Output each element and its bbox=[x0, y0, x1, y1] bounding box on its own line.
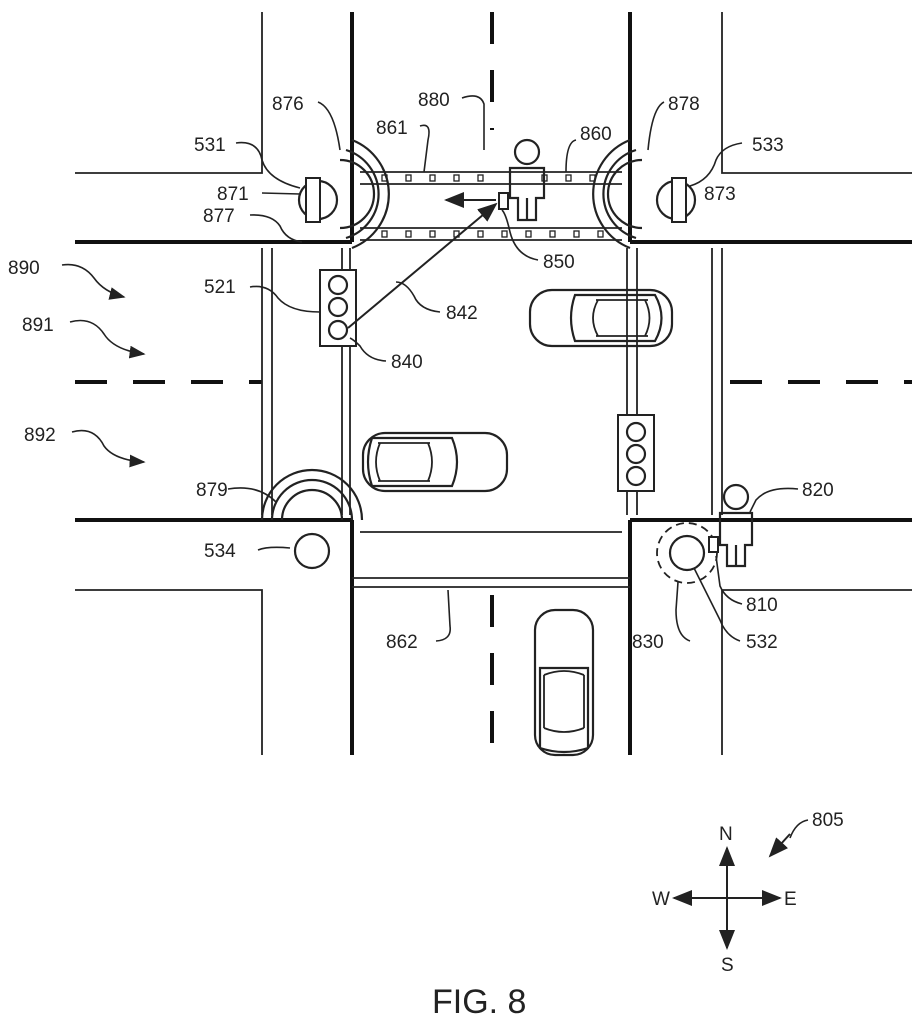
figure-caption: FIG. 8 bbox=[432, 983, 526, 1021]
traffic-signal-icon-521 bbox=[320, 270, 356, 346]
label-871: 871 bbox=[217, 184, 249, 205]
label-892: 892 bbox=[24, 425, 56, 446]
mobile-device-icon-850 bbox=[499, 193, 508, 209]
compass-north: N bbox=[719, 824, 733, 845]
label-880: 880 bbox=[418, 90, 450, 111]
compass-east: E bbox=[784, 889, 797, 910]
vehicle-icon-center bbox=[363, 433, 507, 491]
label-891: 891 bbox=[22, 315, 54, 336]
vehicle-icon-ne bbox=[530, 290, 672, 346]
label-840: 840 bbox=[391, 352, 423, 373]
pole-531 bbox=[299, 178, 337, 222]
compass-icon bbox=[674, 848, 780, 948]
label-820: 820 bbox=[802, 480, 834, 501]
crosswalk-south bbox=[352, 532, 630, 587]
pedestrian-icon-820 bbox=[720, 485, 752, 566]
vehicle-icon-south bbox=[535, 610, 593, 755]
label-805: 805 bbox=[812, 810, 844, 831]
label-860: 860 bbox=[580, 124, 612, 145]
arrow-805 bbox=[770, 834, 790, 856]
label-534: 534 bbox=[204, 541, 236, 562]
traffic-signal-icon-east bbox=[618, 415, 654, 491]
label-862: 862 bbox=[386, 632, 418, 653]
label-879: 879 bbox=[196, 480, 228, 501]
label-533: 533 bbox=[752, 135, 784, 156]
label-878: 878 bbox=[668, 94, 700, 115]
label-810: 810 bbox=[746, 595, 778, 616]
mobile-device-icon-810 bbox=[709, 537, 718, 552]
label-842: 842 bbox=[446, 303, 478, 324]
reference-labels: 876 880 878 531 861 860 533 871 873 877 … bbox=[8, 90, 844, 976]
crosswalk-north bbox=[360, 172, 622, 240]
compass-south: S bbox=[721, 955, 734, 976]
label-521: 521 bbox=[204, 277, 236, 298]
label-890: 890 bbox=[8, 258, 40, 279]
compass-west: W bbox=[652, 889, 670, 910]
flow-arrows bbox=[62, 265, 144, 462]
label-861: 861 bbox=[376, 118, 408, 139]
label-877: 877 bbox=[203, 206, 235, 227]
pole-534 bbox=[295, 534, 329, 568]
label-532: 532 bbox=[746, 632, 778, 653]
pole-533 bbox=[657, 178, 695, 222]
label-531: 531 bbox=[194, 135, 226, 156]
roads bbox=[75, 12, 912, 755]
pedestrian-icon-north bbox=[510, 140, 544, 220]
label-876: 876 bbox=[272, 94, 304, 115]
label-850: 850 bbox=[543, 252, 575, 273]
sensor-wave-icon-878 bbox=[593, 140, 642, 248]
label-873: 873 bbox=[704, 184, 736, 205]
label-830: 830 bbox=[632, 632, 664, 653]
sensor-wave-icon-879 bbox=[262, 470, 362, 520]
